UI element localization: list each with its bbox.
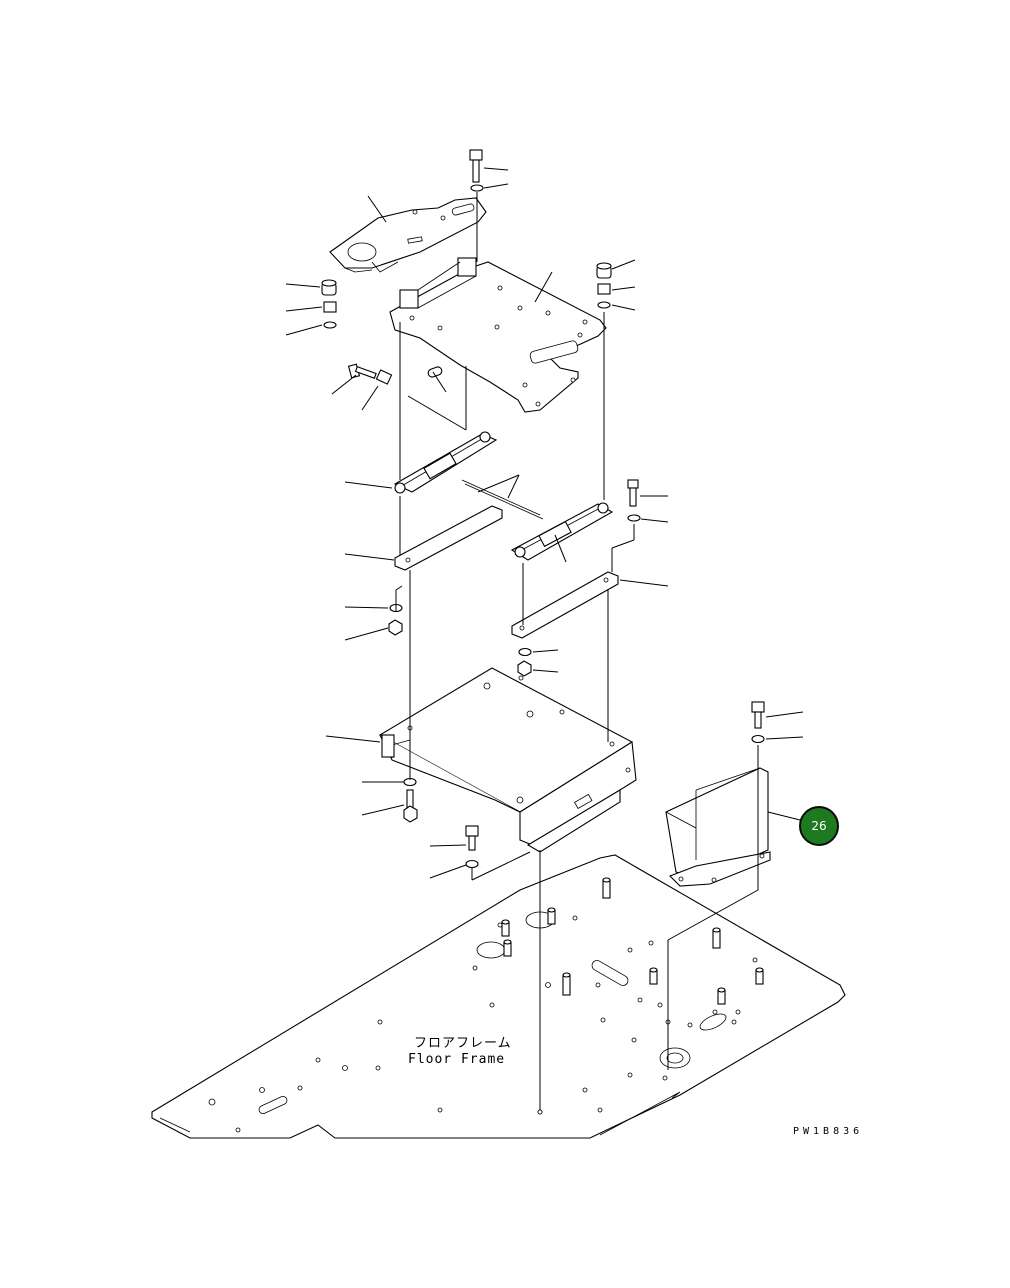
side-cover: [665, 701, 771, 887]
leader-lines: [285, 167, 804, 879]
drawing-code: PW1B836: [793, 1126, 863, 1137]
seat-mount-plate: [389, 257, 607, 413]
callout-26[interactable]: 26: [799, 806, 839, 846]
left-seat-rail: [393, 431, 498, 494]
floor-frame: フロアフレーム Floor Frame: [151, 854, 846, 1139]
rail-springs: [461, 479, 544, 520]
floor-studs: [501, 877, 764, 1005]
callout-number[interactable]: 26: [811, 819, 826, 833]
floor-label-jp: フロアフレーム: [414, 1036, 512, 1051]
right-cushion-set: [596, 262, 612, 309]
assembly-lines: [395, 192, 759, 1115]
top-bracket: [329, 197, 487, 273]
left-cushion-set: [321, 279, 337, 329]
mid-fasteners: [388, 479, 641, 677]
base-bolts: [403, 777, 479, 869]
left-spacer-bar: [394, 505, 503, 571]
seat-base-box: [378, 667, 637, 853]
bolt-pin-set: [347, 363, 443, 385]
callout-circle[interactable]: [799, 806, 839, 846]
top-bolt: [469, 149, 484, 192]
right-seat-rail: [510, 502, 614, 561]
floor-label-en: Floor Frame: [408, 1052, 505, 1067]
right-spacer-bar: [511, 571, 619, 639]
